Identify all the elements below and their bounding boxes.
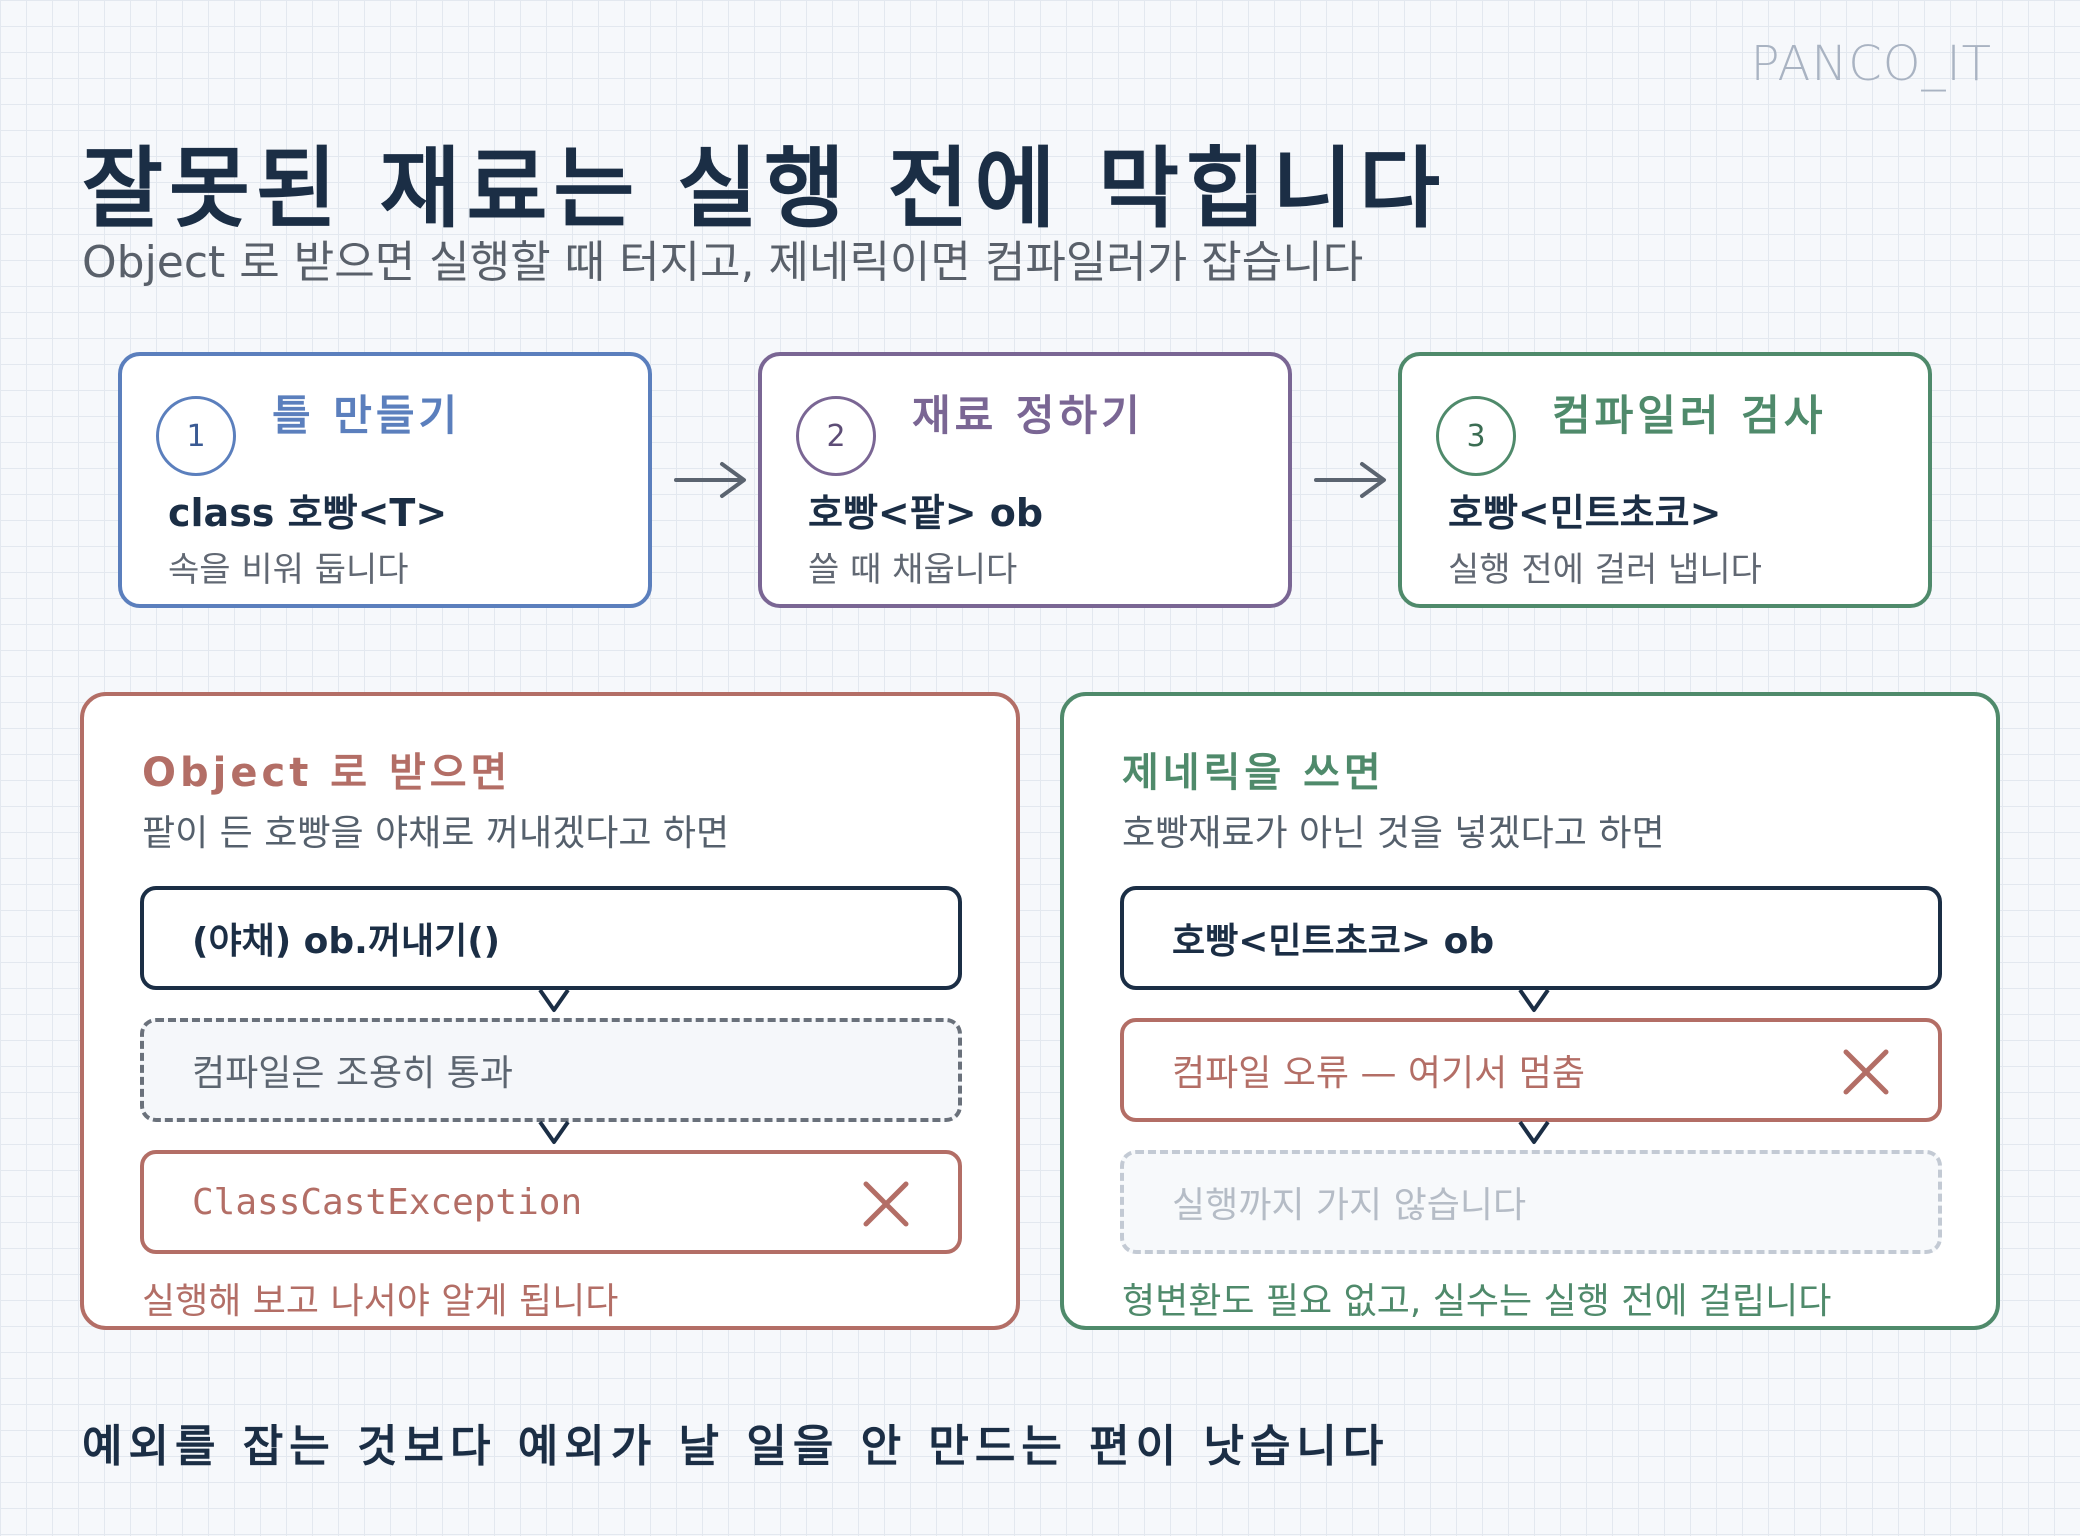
not-run-text: 실행까지 가지 않습니다 xyxy=(1172,1185,1527,1226)
generic-code-text: 호빵<민트초코> ob xyxy=(1172,921,1495,962)
step-desc-1: 속을 비워 둡니다 xyxy=(168,550,409,590)
page-subtitle: Object 로 받으면 실행할 때 터지고, 제네릭이면 컴파일러가 잡습니다 xyxy=(82,237,1364,288)
object-panel-footer: 실행해 보고 나서야 알게 됩니다 xyxy=(142,1281,619,1322)
page-title: 잘못된 재료는 실행 전에 막힙니다 xyxy=(82,137,1446,240)
step-card-2: 2 재료 정하기 호빵<팥> ob 쓸 때 채웁니다 xyxy=(758,352,1292,608)
step-number-1: 1 xyxy=(156,396,236,476)
chevron-down-icon xyxy=(1518,1120,1550,1144)
step-card-1: 1 틀 만들기 class 호빵<T> 속을 비워 둡니다 xyxy=(118,352,652,608)
bottom-note: 예외를 잡는 것보다 예외가 날 일을 안 만드는 편이 낫습니다 xyxy=(82,1421,1390,1472)
chevron-down-icon xyxy=(1518,988,1550,1012)
step-label-3: 컴파일러 검사 xyxy=(1552,391,1827,440)
object-panel: Object 로 받으면 팥이 든 호빵을 야채로 꺼내겠다고 하면 (야채) … xyxy=(80,692,1020,1330)
generic-code-box: 호빵<민트초코> ob xyxy=(1120,886,1942,990)
exception-box: ClassCastException xyxy=(140,1150,962,1254)
x-icon xyxy=(1843,1049,1889,1095)
step-desc-2: 쓸 때 채웁니다 xyxy=(808,550,1018,590)
compile-pass-text: 컴파일은 조용히 통과 xyxy=(192,1053,513,1094)
cast-code-box: (야채) ob.꺼내기() xyxy=(140,886,962,990)
step-desc-3: 실행 전에 걸러 냅니다 xyxy=(1448,550,1762,590)
compile-pass-box: 컴파일은 조용히 통과 xyxy=(140,1018,962,1122)
right-arrow-icon xyxy=(1314,462,1386,498)
compile-error-text: 컴파일 오류 — 여기서 멈춤 xyxy=(1172,1053,1585,1094)
step-card-3: 3 컴파일러 검사 호빵<민트초코> 실행 전에 걸러 냅니다 xyxy=(1398,352,1932,608)
step-code-2: 호빵<팥> ob xyxy=(808,491,1044,535)
step-code-3: 호빵<민트초코> xyxy=(1448,491,1722,535)
generic-panel-title: 제네릭을 쓰면 xyxy=(1122,750,1385,796)
not-run-box: 실행까지 가지 않습니다 xyxy=(1120,1150,1942,1254)
step-number-3: 3 xyxy=(1436,396,1516,476)
generic-panel: 제네릭을 쓰면 호빵재료가 아닌 것을 넣겠다고 하면 호빵<민트초코> ob … xyxy=(1060,692,2000,1330)
exception-text: ClassCastException xyxy=(192,1181,583,1223)
chevron-down-icon xyxy=(538,1120,570,1144)
step-label-1: 틀 만들기 xyxy=(272,391,462,440)
x-icon xyxy=(863,1181,909,1227)
chevron-down-icon xyxy=(538,988,570,1012)
object-panel-title: Object 로 받으면 xyxy=(142,750,512,796)
compile-error-box: 컴파일 오류 — 여기서 멈춤 xyxy=(1120,1018,1942,1122)
step-label-2: 재료 정하기 xyxy=(912,391,1144,440)
step-code-1: class 호빵<T> xyxy=(168,491,448,535)
generic-panel-desc: 호빵재료가 아닌 것을 넣겠다고 하면 xyxy=(1122,813,1665,854)
generic-panel-footer: 형변환도 필요 없고, 실수는 실행 전에 걸립니다 xyxy=(1122,1281,1832,1322)
object-panel-desc: 팥이 든 호빵을 야채로 꺼내겠다고 하면 xyxy=(142,813,730,854)
brand-label: PANCO_IT xyxy=(1750,36,1992,92)
cast-code-text: (야채) ob.꺼내기() xyxy=(192,921,501,962)
step-number-2: 2 xyxy=(796,396,876,476)
right-arrow-icon xyxy=(674,462,746,498)
